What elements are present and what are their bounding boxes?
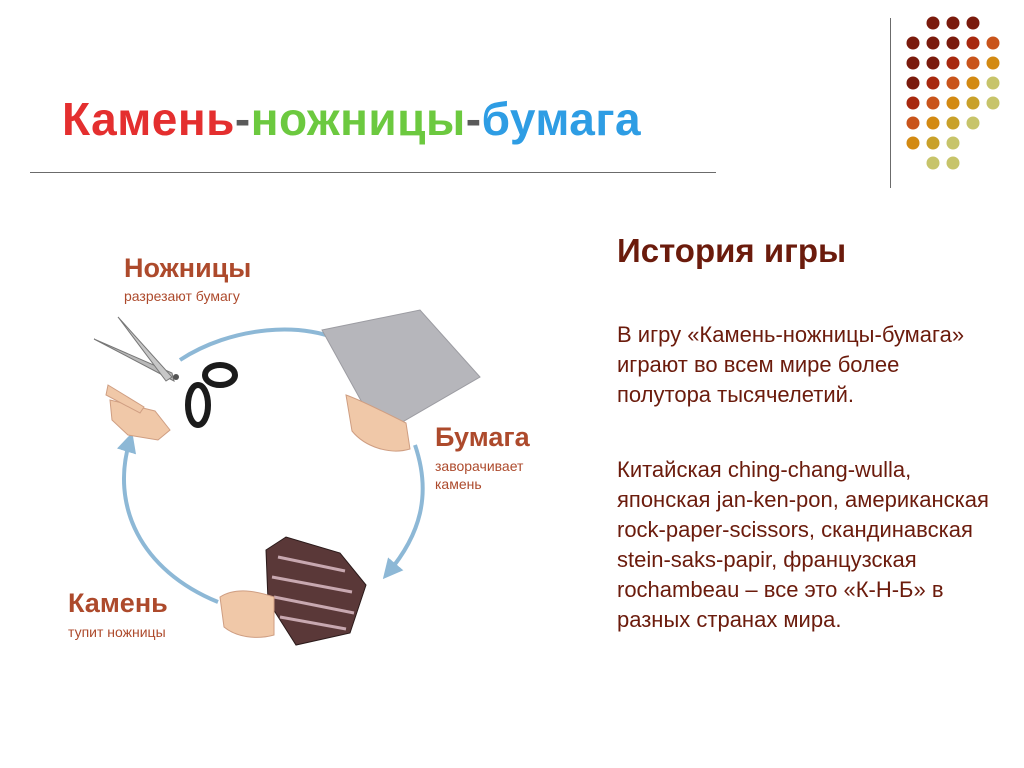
decorative-dot — [906, 36, 920, 50]
decorative-dot — [906, 116, 920, 130]
decorative-dot — [906, 76, 920, 90]
decorative-dot — [946, 56, 960, 70]
decorative-dot — [966, 16, 980, 30]
open-hand-icon — [345, 394, 411, 452]
rock-icon — [265, 536, 367, 646]
decorative-dot — [926, 116, 940, 130]
decorative-dot — [986, 36, 1000, 50]
decorative-dot — [926, 136, 940, 150]
decorative-dot — [966, 36, 980, 50]
title-dash-2: - — [465, 93, 482, 145]
decorative-dot — [986, 96, 1000, 110]
decorative-dot-grid — [906, 16, 1000, 170]
decorative-dot — [946, 156, 960, 170]
decorative-dot — [946, 116, 960, 130]
decorative-dot — [906, 136, 920, 150]
history-heading: История игры — [617, 232, 847, 269]
decorative-dot — [966, 96, 980, 110]
v-sign-hand-icon — [105, 384, 171, 441]
label-scissors-caption: разрезают бумагу — [124, 288, 240, 304]
title-underline — [30, 172, 716, 173]
slide-title: Камень-ножницы-бумага — [62, 92, 641, 146]
decorative-dot — [926, 156, 940, 170]
title-word-rock: Камень — [62, 93, 235, 145]
history-paragraph-2: Китайская ching-chang-wulla, японская ja… — [617, 457, 989, 632]
decorative-dot — [946, 76, 960, 90]
label-rock-title: Камень — [68, 588, 168, 618]
decorative-dot — [986, 76, 1000, 90]
decorative-dot — [966, 76, 980, 90]
decorative-vertical-rule — [890, 18, 891, 188]
title-word-paper: бумага — [481, 93, 642, 145]
decorative-dot — [906, 56, 920, 70]
decorative-dot — [926, 96, 940, 110]
title-dash-1: - — [234, 93, 251, 145]
decorative-dot — [966, 56, 980, 70]
arrow-paper-to-rock — [382, 444, 425, 580]
label-scissors-title: Ножницы — [124, 253, 252, 283]
label-paper-title: Бумага — [435, 422, 530, 452]
decorative-dot — [966, 116, 980, 130]
arrow-rock-to-scissors — [116, 432, 219, 604]
scissors-icon — [93, 316, 238, 428]
fist-hand-icon — [219, 590, 275, 638]
label-rock-caption: тупит ножницы — [68, 624, 166, 640]
cycle-graphic — [93, 309, 481, 646]
history-paragraph-1: В игру «Камень-ножницы-бумага» играют во… — [617, 322, 965, 407]
decorative-dot — [946, 16, 960, 30]
decorative-dot — [926, 16, 940, 30]
label-paper-caption-line2: камень — [435, 476, 482, 492]
title-word-scissors: ножницы — [250, 93, 466, 145]
decorative-dot — [986, 56, 1000, 70]
paper-sheet-icon — [321, 309, 481, 436]
decorative-dot — [926, 36, 940, 50]
decorative-dot — [906, 96, 920, 110]
decorative-dot — [946, 136, 960, 150]
decorative-dot — [946, 96, 960, 110]
rps-cycle-diagram: Ножницы разрезают бумагу Бумага заворачи… — [60, 235, 590, 665]
decorative-dot — [926, 56, 940, 70]
decorative-dot — [946, 36, 960, 50]
decorative-dot — [926, 76, 940, 90]
label-paper-caption-line1: заворачивает — [435, 458, 524, 474]
